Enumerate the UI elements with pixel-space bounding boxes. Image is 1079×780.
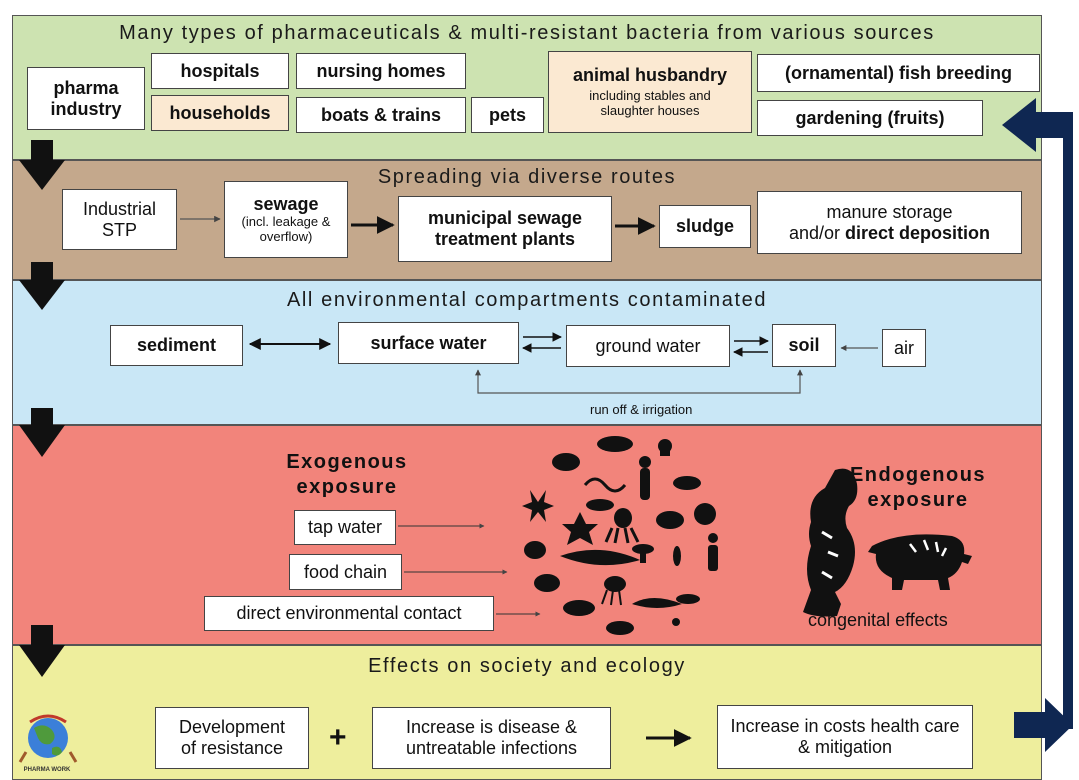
pets-box: pets — [471, 97, 544, 133]
tap-water-box: tap water — [294, 510, 396, 545]
pig-icon — [868, 534, 972, 590]
soil-box: soil — [772, 324, 836, 367]
direct-contact-label: direct environmental contact — [236, 603, 462, 624]
feedback-loop-arrow-icon — [1002, 98, 1073, 752]
exogenous-label: Exogenous exposure — [286, 451, 408, 498]
down-arrow-1-icon — [19, 140, 65, 190]
manure-direct-deposition: direct deposition — [845, 222, 991, 243]
down-arrow-3-icon — [19, 408, 65, 457]
industrial-stp-box: Industrial STP — [62, 189, 177, 250]
pharma-industry-label: pharma industry — [50, 77, 122, 119]
effects-title: Effects on society and ecology — [368, 655, 686, 677]
industrial-stp-label: Industrial STP — [82, 198, 157, 240]
sediment-box: sediment — [110, 325, 243, 366]
municipal-stp-label: municipal sewage treatment plants — [427, 208, 583, 249]
disease-box: Increase is disease & untreatable infect… — [372, 707, 611, 769]
plus-sign: + — [329, 721, 347, 754]
soil-label: soil — [788, 335, 820, 356]
fish-breeding-box: (ornamental) fish breeding — [757, 54, 1040, 92]
hospitals-box: hospitals — [151, 53, 289, 89]
globe-logo-icon — [18, 714, 78, 763]
pets-label: pets — [488, 104, 526, 125]
logo-text: PHARMA WORK — [23, 767, 71, 773]
direct-contact-box: direct environmental contact — [204, 596, 494, 631]
manure-box: manure storage and/or direct deposition — [757, 191, 1022, 254]
animal-husbandry-sublabel: including stables and slaughter houses — [589, 87, 711, 118]
organism-silhouettes-icon — [522, 436, 718, 635]
food-chain-label: food chain — [303, 561, 388, 582]
nursing-homes-box: nursing homes — [296, 53, 466, 89]
sludge-box: sludge — [659, 205, 751, 248]
manure-andor: and/or — [788, 222, 840, 243]
pregnant-woman-icon — [803, 468, 858, 617]
exposure-band — [12, 425, 1042, 645]
households-box: households — [151, 95, 289, 131]
boats-trains-box: boats & trains — [296, 97, 466, 133]
tap-water-label: tap water — [307, 517, 383, 538]
runoff-label: run off & irrigation — [590, 402, 693, 417]
manure-line2: and/or direct deposition — [789, 223, 990, 244]
sewage-label: sewage — [253, 194, 319, 215]
boats-trains-label: boats & trains — [320, 104, 442, 125]
nursing-homes-label: nursing homes — [316, 60, 446, 81]
sediment-label: sediment — [136, 335, 217, 356]
resistance-label: Development of resistance — [178, 717, 286, 758]
compartments-title: All environmental compartments contamina… — [286, 289, 768, 311]
ground-water-label: ground water — [595, 335, 701, 356]
ground-water-box: ground water — [566, 325, 730, 367]
down-arrow-4-icon — [19, 625, 65, 677]
air-box: air — [882, 329, 926, 367]
animal-husbandry-label: animal husbandry — [572, 65, 728, 86]
gardening-label: gardening (fruits) — [795, 107, 945, 128]
air-label: air — [893, 337, 914, 358]
pharma-industry-box: pharma industry — [27, 67, 145, 130]
households-label: households — [169, 102, 271, 123]
congenital-label: congenital effects — [808, 610, 948, 630]
sludge-label: sludge — [675, 216, 734, 237]
hospitals-label: hospitals — [180, 60, 260, 81]
surface-water-box: surface water — [338, 322, 519, 364]
municipal-stp-box: municipal sewage treatment plants — [398, 196, 612, 262]
disease-label: Increase is disease & untreatable infect… — [405, 717, 578, 758]
manure-line1: manure storage — [826, 201, 953, 222]
gardening-box: gardening (fruits) — [757, 100, 983, 136]
down-arrow-2-icon — [19, 262, 65, 310]
sewage-box: sewage (incl. leakage & overflow) — [224, 181, 348, 258]
costs-label: Increase in costs health care & mitigati… — [730, 716, 960, 757]
spreading-title: Spreading via diverse routes — [377, 166, 677, 188]
resistance-box: Development of resistance — [155, 707, 309, 769]
surface-water-label: surface water — [370, 332, 487, 353]
food-chain-box: food chain — [289, 554, 402, 590]
endogenous-label: Endogenous exposure — [849, 464, 987, 511]
sources-title: Many types of pharmaceuticals & multi-re… — [119, 22, 935, 44]
fish-breeding-label: (ornamental) fish breeding — [784, 62, 1013, 83]
runoff-irrigation-path — [475, 369, 803, 394]
costs-box: Increase in costs health care & mitigati… — [717, 705, 973, 769]
animal-husbandry-box: animal husbandry including stables and s… — [548, 51, 752, 133]
sewage-sublabel: (incl. leakage & overflow) — [241, 213, 331, 244]
